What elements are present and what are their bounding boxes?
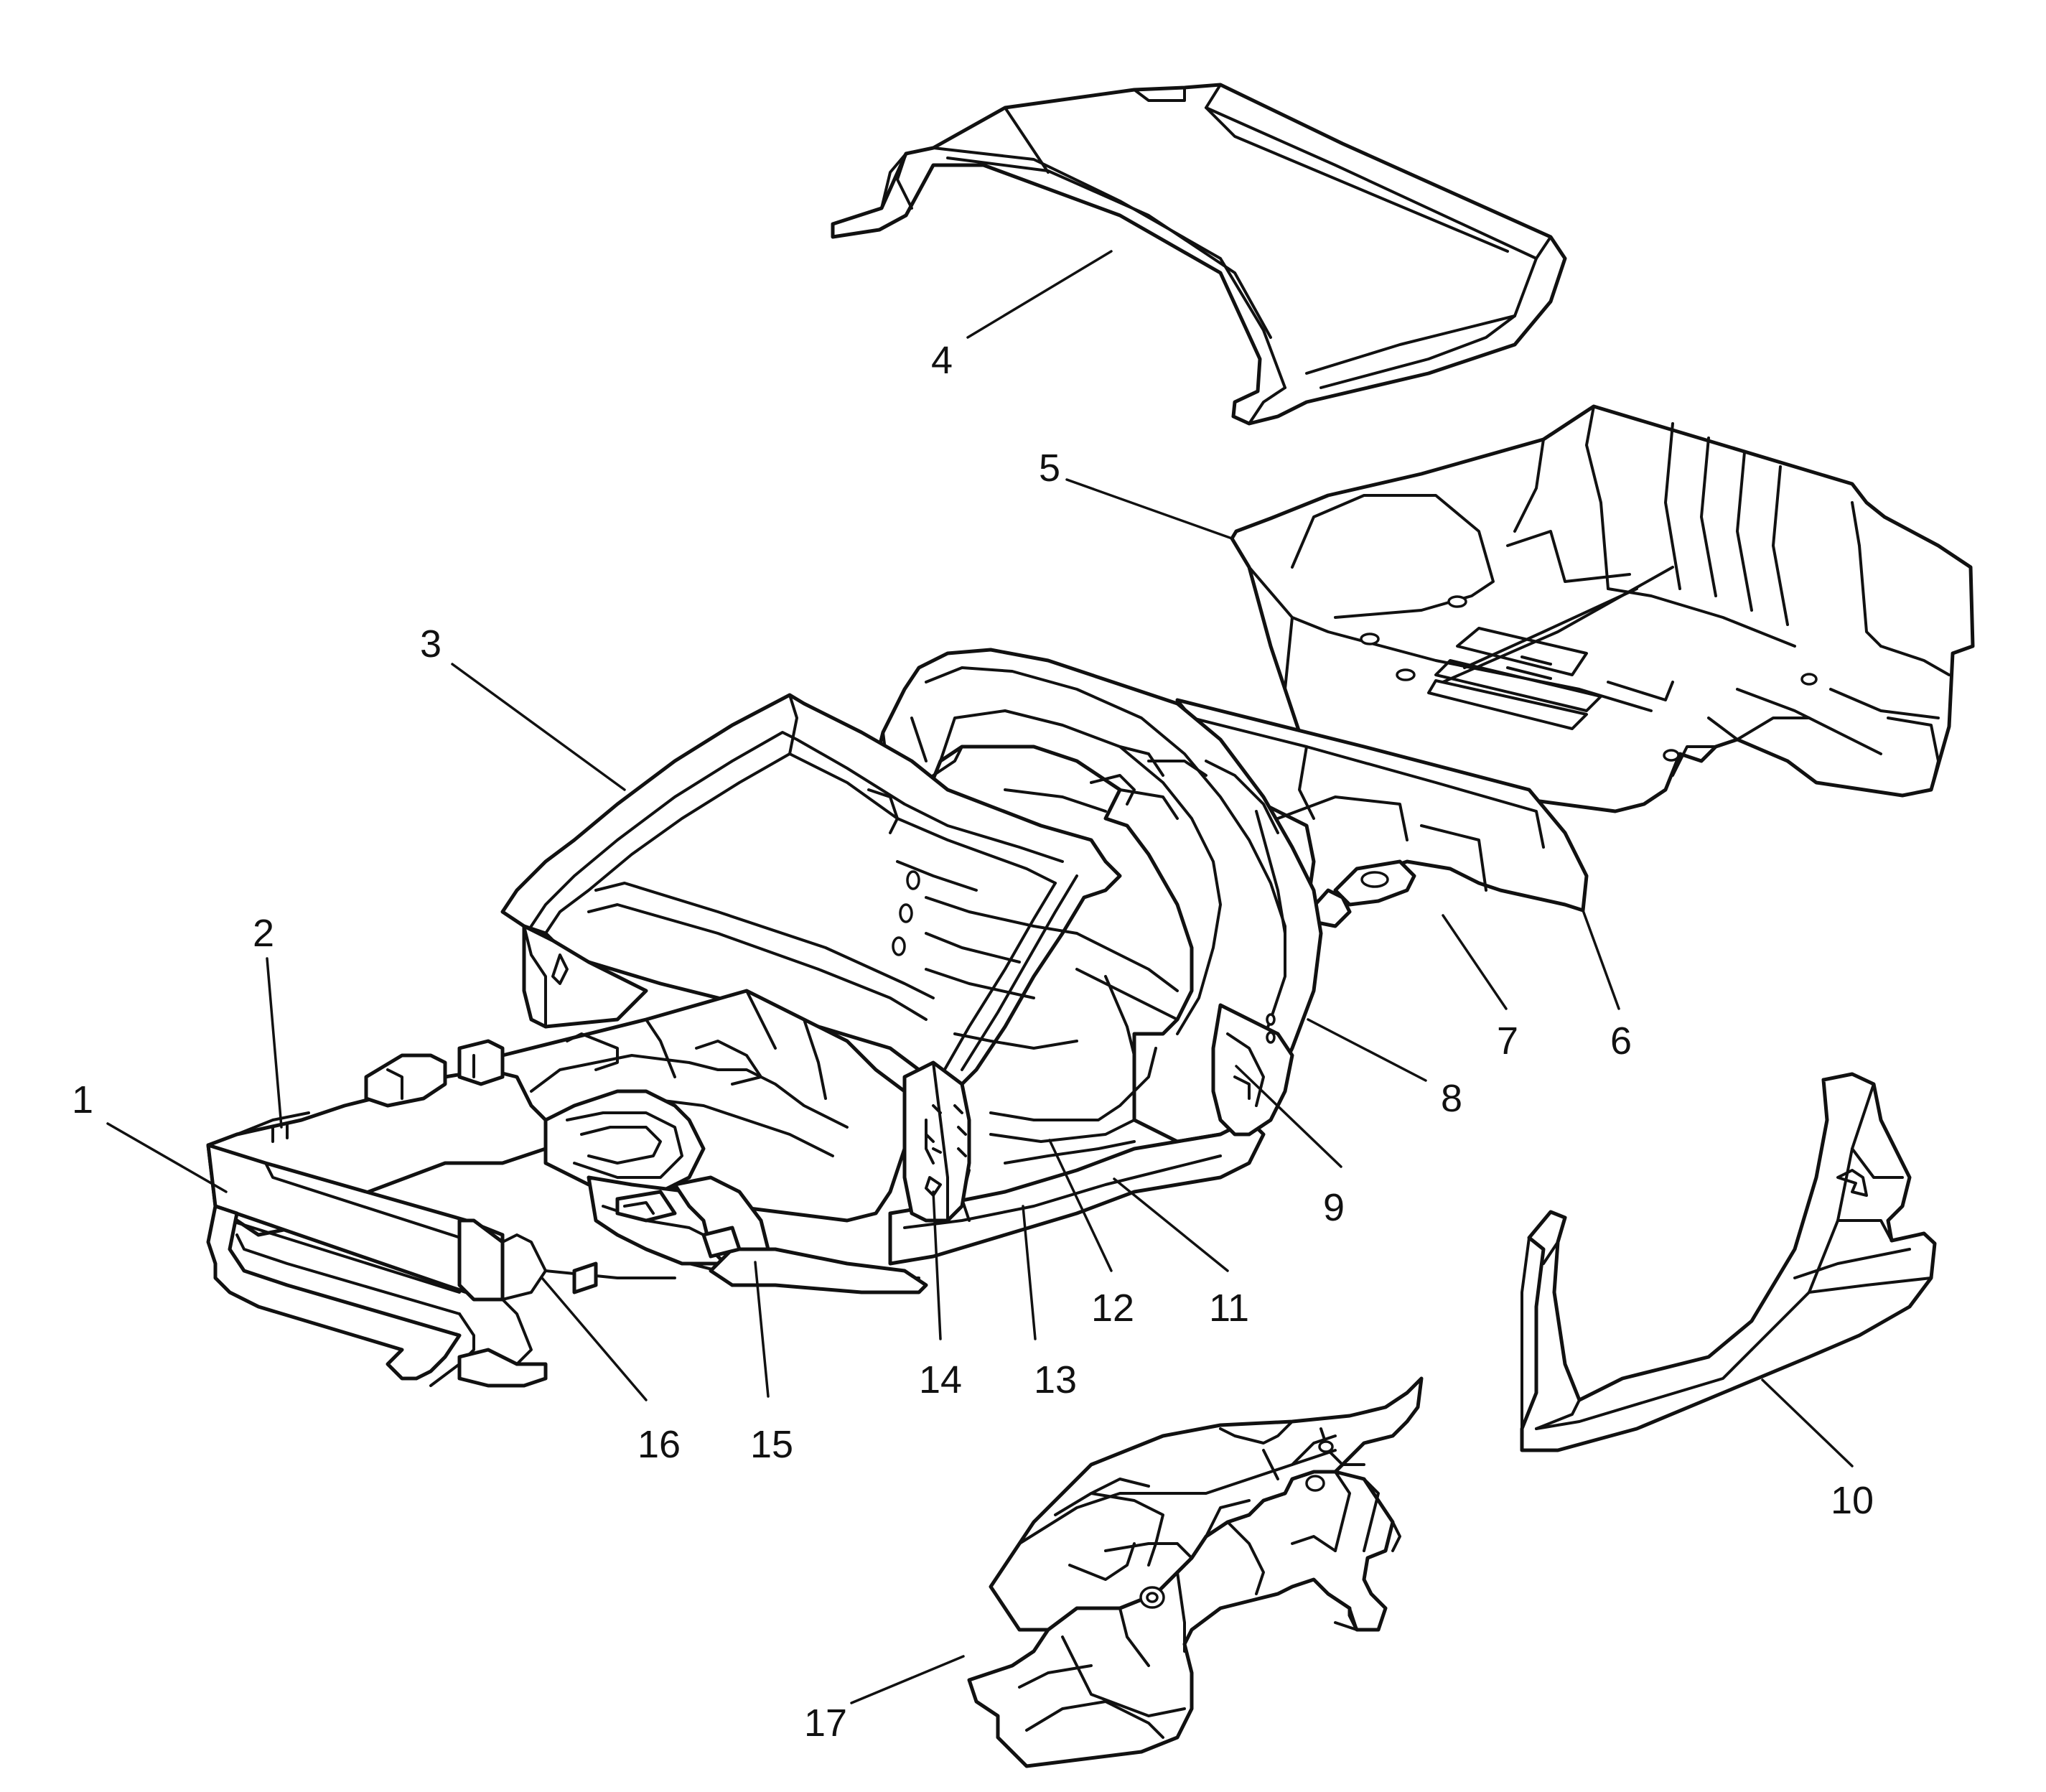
callout-7: 7 <box>1497 1019 1518 1063</box>
leader-16 <box>541 1277 648 1401</box>
part-body-side-rocker <box>1520 1072 1937 1452</box>
callout-labels: 1 2 3 4 5 6 7 8 9 10 11 12 13 14 15 16 1… <box>72 339 1874 1745</box>
leader-17 <box>850 1655 965 1704</box>
callout-4: 4 <box>931 339 953 382</box>
leader-lines <box>106 250 1854 1704</box>
part-rear-compartment-pan <box>1230 404 1975 813</box>
leader-14 <box>932 1190 942 1340</box>
leader-6 <box>1582 909 1620 1010</box>
part-main-frame-assembly <box>206 648 1589 1388</box>
callout-17: 17 <box>804 1702 847 1745</box>
leader-8 <box>1307 1018 1427 1082</box>
callout-3: 3 <box>420 622 442 666</box>
part-dash-cowl-panel <box>967 1376 1424 1768</box>
leader-13 <box>1022 1205 1037 1340</box>
part-roof-header-assembly <box>831 83 1567 426</box>
callout-13: 13 <box>1034 1358 1077 1401</box>
leader-3 <box>451 663 626 791</box>
leader-2 <box>266 957 283 1129</box>
callout-10: 10 <box>1831 1479 1874 1522</box>
leader-1 <box>106 1122 228 1193</box>
callout-9: 9 <box>1323 1186 1345 1229</box>
callout-6: 6 <box>1610 1019 1632 1063</box>
callout-11: 11 <box>1209 1287 1249 1330</box>
callout-1: 1 <box>72 1078 93 1121</box>
callout-8: 8 <box>1441 1077 1462 1120</box>
callout-14: 14 <box>919 1358 962 1401</box>
callout-15: 15 <box>750 1423 793 1466</box>
leader-4 <box>966 250 1113 339</box>
callout-16: 16 <box>637 1423 681 1466</box>
leader-11 <box>1113 1177 1229 1272</box>
leader-7 <box>1442 914 1508 1010</box>
leader-15 <box>754 1261 770 1398</box>
leader-5 <box>1065 478 1233 540</box>
callout-12: 12 <box>1091 1287 1134 1330</box>
leader-10 <box>1761 1378 1854 1467</box>
callout-5: 5 <box>1039 447 1060 490</box>
callout-2: 2 <box>253 912 274 955</box>
leader-12 <box>1048 1139 1113 1272</box>
leader-9 <box>1235 1065 1342 1168</box>
